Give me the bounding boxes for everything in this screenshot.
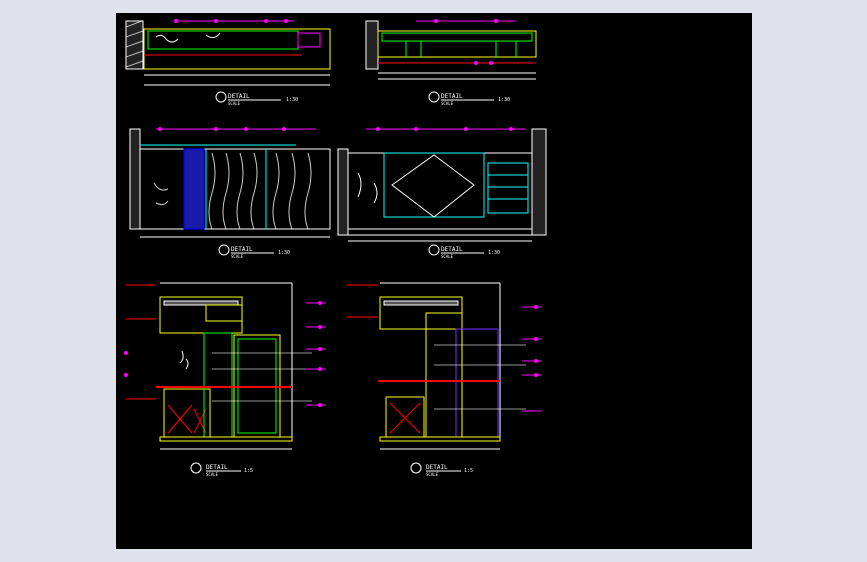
detail-6-label: DETAIL SCALE 1:5 xyxy=(410,462,473,477)
detail-6-scale: 1:5 xyxy=(464,468,473,474)
detail-4-elevation xyxy=(337,127,547,242)
cad-model-space[interactable]: DETAIL SCALE 1:30 DETAIL SCALE 1:30 xyxy=(116,13,752,549)
detail-5-scale: 1:5 xyxy=(244,468,253,474)
detail-1-label: DETAIL SCALE 1:30 xyxy=(215,91,298,106)
detail-5-label: DETAIL SCALE 1:5 xyxy=(190,462,253,477)
detail-2-subtitle: SCALE xyxy=(441,101,454,106)
detail-1-subtitle: SCALE xyxy=(228,101,241,106)
detail-1-title: DETAIL xyxy=(228,93,250,100)
detail-5-title: DETAIL xyxy=(206,464,228,471)
detail-4-title: DETAIL xyxy=(441,246,463,253)
detail-3-scale: 1:30 xyxy=(278,250,290,256)
detail-6-subtitle: SCALE xyxy=(426,472,439,477)
detail-3-subtitle: SCALE xyxy=(231,254,244,259)
detail-2-scale: 1:30 xyxy=(498,97,510,103)
detail-4-scale: 1:30 xyxy=(488,250,500,256)
detail-3-label: DETAIL SCALE 1:30 xyxy=(218,244,290,259)
detail-4-subtitle: SCALE xyxy=(441,254,454,259)
detail-5-subtitle: SCALE xyxy=(206,472,219,477)
detail-2-plan xyxy=(365,19,537,80)
detail-4-label: DETAIL SCALE 1:30 xyxy=(428,244,500,259)
detail-3-title: DETAIL xyxy=(231,246,253,253)
detail-6-section xyxy=(346,282,542,450)
detail-6-title: DETAIL xyxy=(426,464,448,471)
detail-2-title: DETAIL xyxy=(441,93,463,100)
detail-1-plan xyxy=(125,19,331,86)
detail-2-label: DETAIL SCALE 1:30 xyxy=(428,91,510,106)
detail-1-scale: 1:30 xyxy=(286,97,298,103)
detail-3-elevation xyxy=(129,127,331,238)
detail-5-section xyxy=(124,282,326,450)
cad-drawing: DETAIL SCALE 1:30 DETAIL SCALE 1:30 xyxy=(124,19,547,477)
